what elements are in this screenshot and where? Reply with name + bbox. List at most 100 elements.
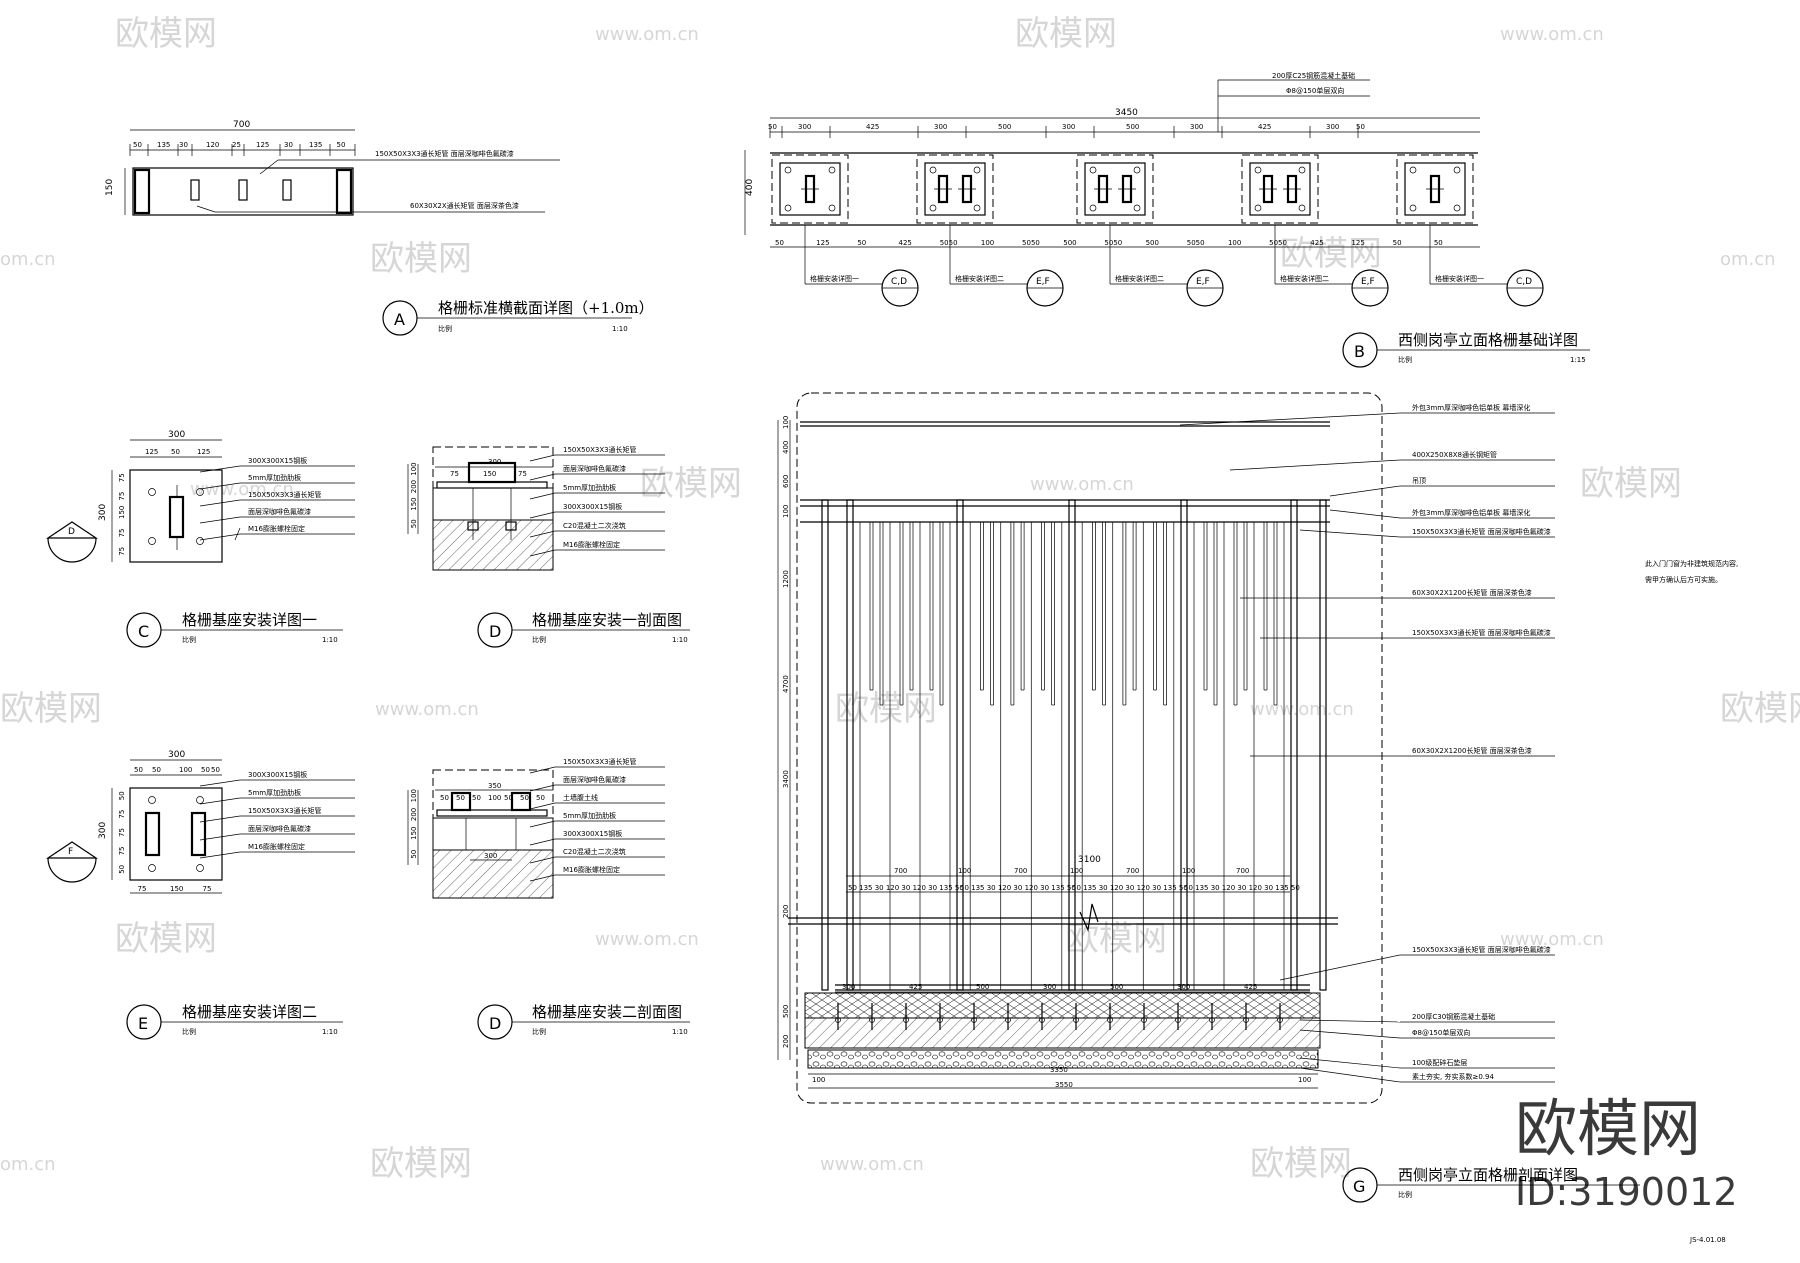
dim-label: 100 xyxy=(1070,867,1083,875)
base-plate xyxy=(924,162,986,216)
svg-text:50: 50 xyxy=(171,448,180,456)
dim-label: 75 xyxy=(138,885,147,893)
dim-label: 125 xyxy=(1351,239,1364,247)
edge-dim: 100 xyxy=(1298,1076,1311,1084)
dim-label: 3400 xyxy=(782,770,790,788)
leader xyxy=(199,499,241,507)
watermark-brand: 欧模网 xyxy=(1280,234,1382,274)
dim-label: 100 xyxy=(410,462,418,475)
leader xyxy=(1229,459,1401,471)
watermark-site: www.om.cn xyxy=(1030,474,1134,495)
watermark-site: www.om.cn xyxy=(1500,24,1604,45)
callouts: 150X50X3X3通长矩管面层深咖啡色氟碳漆5mm厚加劲肋板300X300X1… xyxy=(529,445,665,557)
leader xyxy=(199,851,241,859)
leader xyxy=(529,473,556,481)
scale: 1:15 xyxy=(1570,356,1586,364)
ref-label: 格栅安装详图一 xyxy=(1435,274,1484,283)
callout: C20混凝土二次浇筑 xyxy=(563,847,626,856)
leader xyxy=(529,874,556,882)
dim-label: 75 xyxy=(118,846,126,855)
dim-top: 350 xyxy=(488,782,501,790)
callout: 300X300X15钢板 xyxy=(563,502,622,511)
callout: 土墙腹土线 xyxy=(563,793,598,802)
leader xyxy=(1299,1067,1401,1083)
bolt xyxy=(784,166,792,174)
dim-label: 700 xyxy=(1014,867,1027,875)
dim-label: 75 xyxy=(203,885,212,893)
detail-title: 西侧岗亭立面格栅剖面详图 xyxy=(1398,1166,1578,1184)
svg-text:125: 125 xyxy=(197,448,210,456)
dim-label: 50 xyxy=(440,794,449,802)
dim-label: 50 xyxy=(520,794,529,802)
detail-tag: G xyxy=(1353,1177,1365,1196)
leader xyxy=(529,802,556,810)
watermark-site: www.om.cn xyxy=(190,479,294,500)
dim-label: 50 xyxy=(410,519,418,528)
scale: 1:10 xyxy=(322,1028,338,1036)
dim-label: 125 xyxy=(256,141,269,149)
callout: 150X50X3X3通长矩管 xyxy=(248,490,322,499)
base-plate xyxy=(1084,162,1146,216)
detail-tag: D xyxy=(489,622,501,641)
callout: 面层深咖啡色氟碳漆 xyxy=(248,507,311,516)
callout: 100级配碎石垫层 xyxy=(1412,1058,1467,1067)
ref-code: E,F xyxy=(1361,277,1375,287)
callout: 200厚C30钢筋混凝土基础 xyxy=(1412,1012,1495,1021)
detail-title: 格栅基座安装详图一 xyxy=(182,611,317,629)
anchor-bolt-head xyxy=(1243,1017,1249,1023)
dim-label: 50 xyxy=(211,766,220,774)
watermark-brand: 欧模网 xyxy=(640,464,742,504)
overall: 3550 xyxy=(1055,1081,1073,1089)
anchor-bolt-head xyxy=(1107,1017,1113,1023)
dim-label: 425 xyxy=(866,123,879,131)
detail-tag: D xyxy=(489,1014,501,1033)
watermark-brand: 欧模网 xyxy=(1065,919,1167,959)
ref-code: E,F xyxy=(1036,277,1050,287)
dim-height: 150 xyxy=(105,179,115,196)
leader xyxy=(1179,412,1401,426)
watermark-brand: 欧模网 xyxy=(1580,464,1682,504)
footing-pads xyxy=(771,154,1474,224)
dim-label: 500 xyxy=(998,123,1011,131)
scale: 1:10 xyxy=(612,325,628,333)
dim-label: 50 xyxy=(857,239,866,247)
dim-label: 425 xyxy=(909,983,922,991)
leader xyxy=(529,766,556,774)
anchor-bolt-head xyxy=(1175,1017,1181,1023)
detail-title: 西侧岗亭立面格栅基础详图 xyxy=(1398,331,1578,349)
note-line: 需甲方确认后方可实施。 xyxy=(1645,575,1722,584)
leader xyxy=(199,833,241,841)
watermark-site: www.om.cn xyxy=(1500,929,1604,950)
dim-label: 100 xyxy=(1228,239,1241,247)
callout: 外包3mm厚深咖啡色铝单板 幕墙深化 xyxy=(1412,508,1530,517)
watermark-big-brand: 欧模网 xyxy=(1515,1092,1701,1165)
dim-label: 50 xyxy=(768,123,777,131)
span-total: 3100 xyxy=(1078,855,1101,865)
bolt xyxy=(1409,204,1417,212)
anchor-bolts xyxy=(835,1003,1283,1030)
dim-label: 500 xyxy=(1146,239,1159,247)
callout: 200厚C25钢筋混凝土基础 xyxy=(1272,71,1355,80)
leader xyxy=(1299,1057,1401,1069)
callout: 吊顶 xyxy=(1412,477,1426,485)
svg-text:125: 125 xyxy=(145,448,158,456)
dim-label: 50 xyxy=(472,794,481,802)
callout: 150X50X3X3通长矩管 面层深咖啡色氟碳漆 xyxy=(375,149,514,158)
dim-label: 200 xyxy=(410,480,418,493)
bolt xyxy=(1089,166,1097,174)
sheet-number: JS-4.01.08 xyxy=(1689,1236,1726,1244)
callouts: 300X300X15钢板5mm厚加劲肋板150X50X3X3通长矩管面层深咖啡色… xyxy=(199,770,355,859)
edge-dim: 100 xyxy=(812,1076,825,1084)
scale-label: 比例 xyxy=(532,635,546,644)
callout: 150X50X3X3通长矩管 xyxy=(248,806,322,815)
anchor-bolt-head xyxy=(1073,1017,1079,1023)
dim-total: 300 xyxy=(168,430,185,440)
watermark-brand: 欧模网 xyxy=(0,689,102,729)
bolt xyxy=(828,166,836,174)
dim-label: 200 xyxy=(782,905,790,918)
leader xyxy=(529,784,556,792)
